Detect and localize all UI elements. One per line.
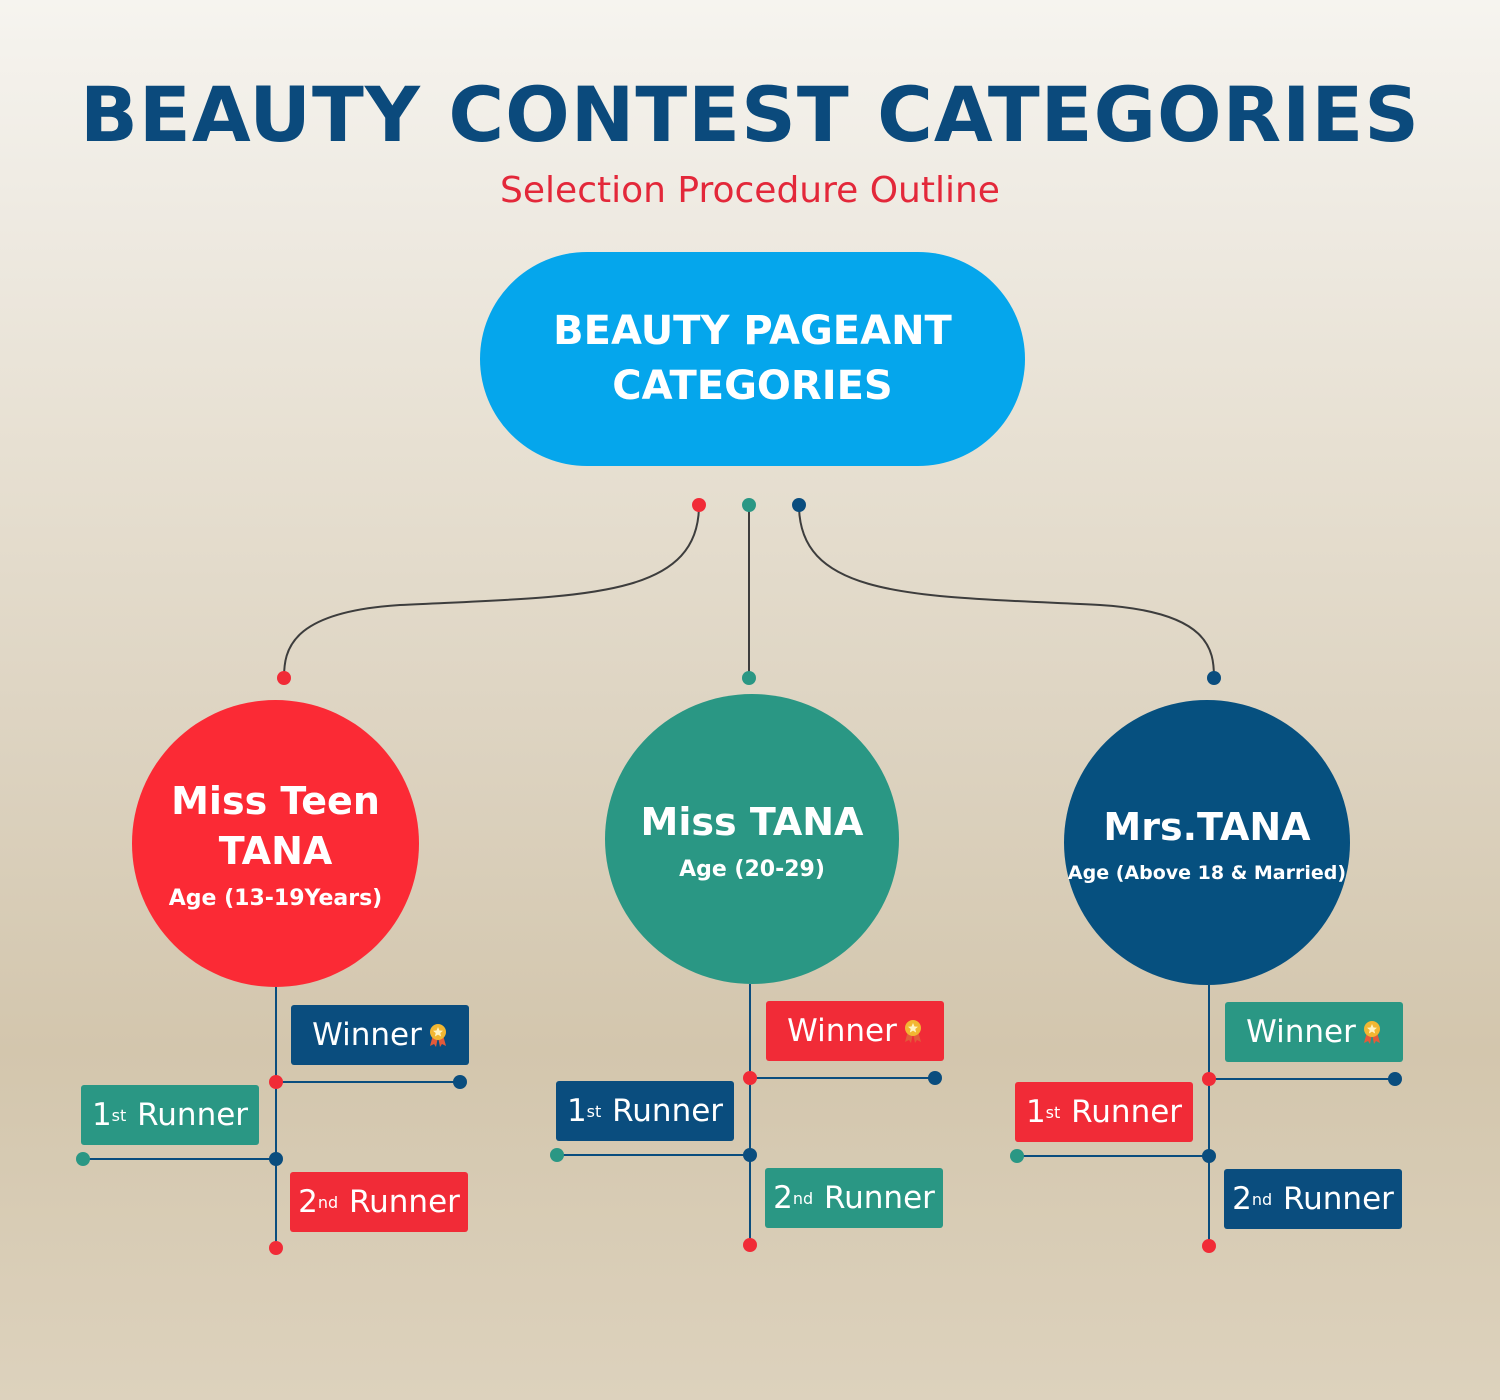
connector-dot — [928, 1071, 942, 1085]
category-name-line1: Mrs.TANA — [1103, 804, 1311, 849]
connector-dot — [1202, 1149, 1216, 1163]
winner-label: Winner — [766, 1001, 944, 1061]
category-age: Age (13-19Years) — [168, 886, 383, 911]
root-line1: BEAUTY PAGEANT — [553, 308, 952, 354]
connector-dot — [692, 498, 706, 512]
page-title: BEAUTY CONTEST CATEGORIES — [79, 70, 1421, 159]
category-name-line2: TANA — [218, 829, 333, 873]
root-node: BEAUTY PAGEANT CATEGORIES — [480, 252, 1025, 466]
medal-icon — [429, 1024, 446, 1047]
connector-dot — [550, 1148, 564, 1162]
connector-dot — [1202, 1239, 1216, 1253]
winner-label: Winner — [291, 1005, 469, 1065]
connector-dot — [742, 671, 756, 685]
medal-icon — [1363, 1021, 1380, 1044]
connector-dot — [1010, 1149, 1024, 1163]
category-miss-tana: Miss TANA Age (20-29) — [605, 694, 899, 984]
connector-dot — [76, 1152, 90, 1166]
category-age: Age (Above 18 & Married) — [1067, 861, 1347, 884]
connector-dot — [743, 1148, 757, 1162]
connector-dot — [742, 498, 756, 512]
medal-icon — [904, 1020, 921, 1043]
category-mrs-tana: Mrs.TANA Age (Above 18 & Married) — [1064, 700, 1350, 985]
connector-dot — [269, 1152, 283, 1166]
connector-dot — [277, 671, 291, 685]
connector-dot — [743, 1238, 757, 1252]
winner-label: Winner — [1225, 1002, 1403, 1062]
category-miss-teen-tana: Miss Teen TANA Age (13-19Years) — [132, 700, 419, 987]
connector-dot — [269, 1075, 283, 1089]
category-name-line1: Miss TANA — [640, 799, 864, 844]
connector-dot — [269, 1241, 283, 1255]
connector-dot — [453, 1075, 467, 1089]
winner-text: Winner — [1246, 1014, 1356, 1050]
category-name-line1: Miss Teen — [171, 779, 380, 823]
connector-dot — [743, 1071, 757, 1085]
winner-text: Winner — [787, 1013, 897, 1049]
connector-dot — [1207, 671, 1221, 685]
connector-dot — [1202, 1072, 1216, 1086]
root-line2: CATEGORIES — [612, 363, 893, 409]
connector-dot — [1388, 1072, 1402, 1086]
connector-dot — [792, 498, 806, 512]
category-age: Age (20-29) — [679, 856, 825, 882]
winner-text: Winner — [312, 1017, 422, 1053]
page-subtitle: Selection Procedure Outline — [500, 170, 1000, 211]
